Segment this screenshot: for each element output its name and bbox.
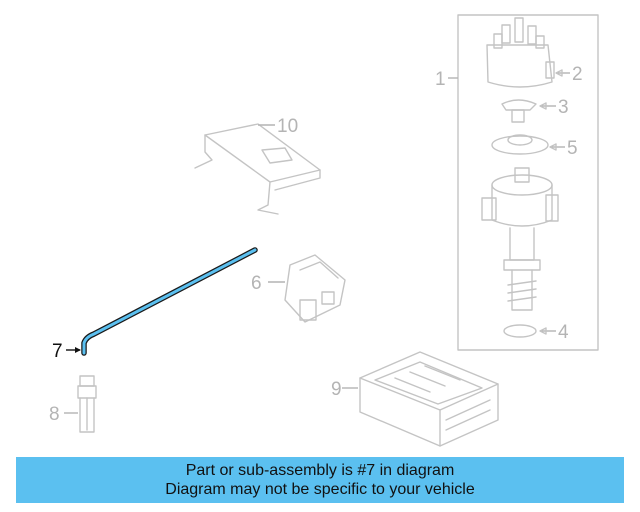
callout-8: 8 — [49, 404, 60, 425]
callout-9: 9 — [331, 379, 342, 400]
callout-6: 6 — [251, 273, 262, 294]
distributor-cap[interactable] — [486, 17, 555, 88]
callout-5: 5 — [567, 138, 578, 159]
distributor-body — [481, 167, 559, 311]
callout-7: 7 — [52, 341, 63, 362]
control-module[interactable] — [359, 351, 499, 447]
distributor-assembly[interactable] — [448, 14, 599, 351]
distributor-bracket-box — [457, 14, 599, 351]
rotor[interactable] — [501, 99, 537, 123]
parts-diagram: 1 2 3 4 5 6 7 8 9 10 — [49, 14, 599, 447]
arrow-5 — [549, 143, 557, 151]
callout-2: 2 — [572, 64, 583, 85]
callout-1: 1 — [435, 69, 446, 90]
bracket[interactable] — [194, 123, 321, 215]
arrow-2 — [555, 69, 563, 77]
ignition-coil[interactable] — [284, 254, 346, 323]
callout-4: 4 — [558, 322, 569, 343]
o-ring[interactable] — [503, 324, 537, 338]
callout-10: 10 — [277, 116, 298, 137]
arrow-3 — [539, 102, 547, 110]
dust-shield[interactable] — [491, 134, 549, 155]
spark-plug-connector[interactable] — [77, 375, 97, 433]
banner-line-1: Part or sub-assembly is #7 in diagram — [185, 462, 455, 479]
banner-line-2: Diagram may not be specific to your vehi… — [165, 481, 475, 498]
info-banner: Part or sub-assembly is #7 in diagram Di… — [16, 457, 624, 503]
arrow-7 — [75, 347, 81, 353]
ignition-wire[interactable] — [81, 247, 258, 356]
callout-3: 3 — [558, 97, 569, 118]
arrow-4 — [539, 327, 547, 335]
